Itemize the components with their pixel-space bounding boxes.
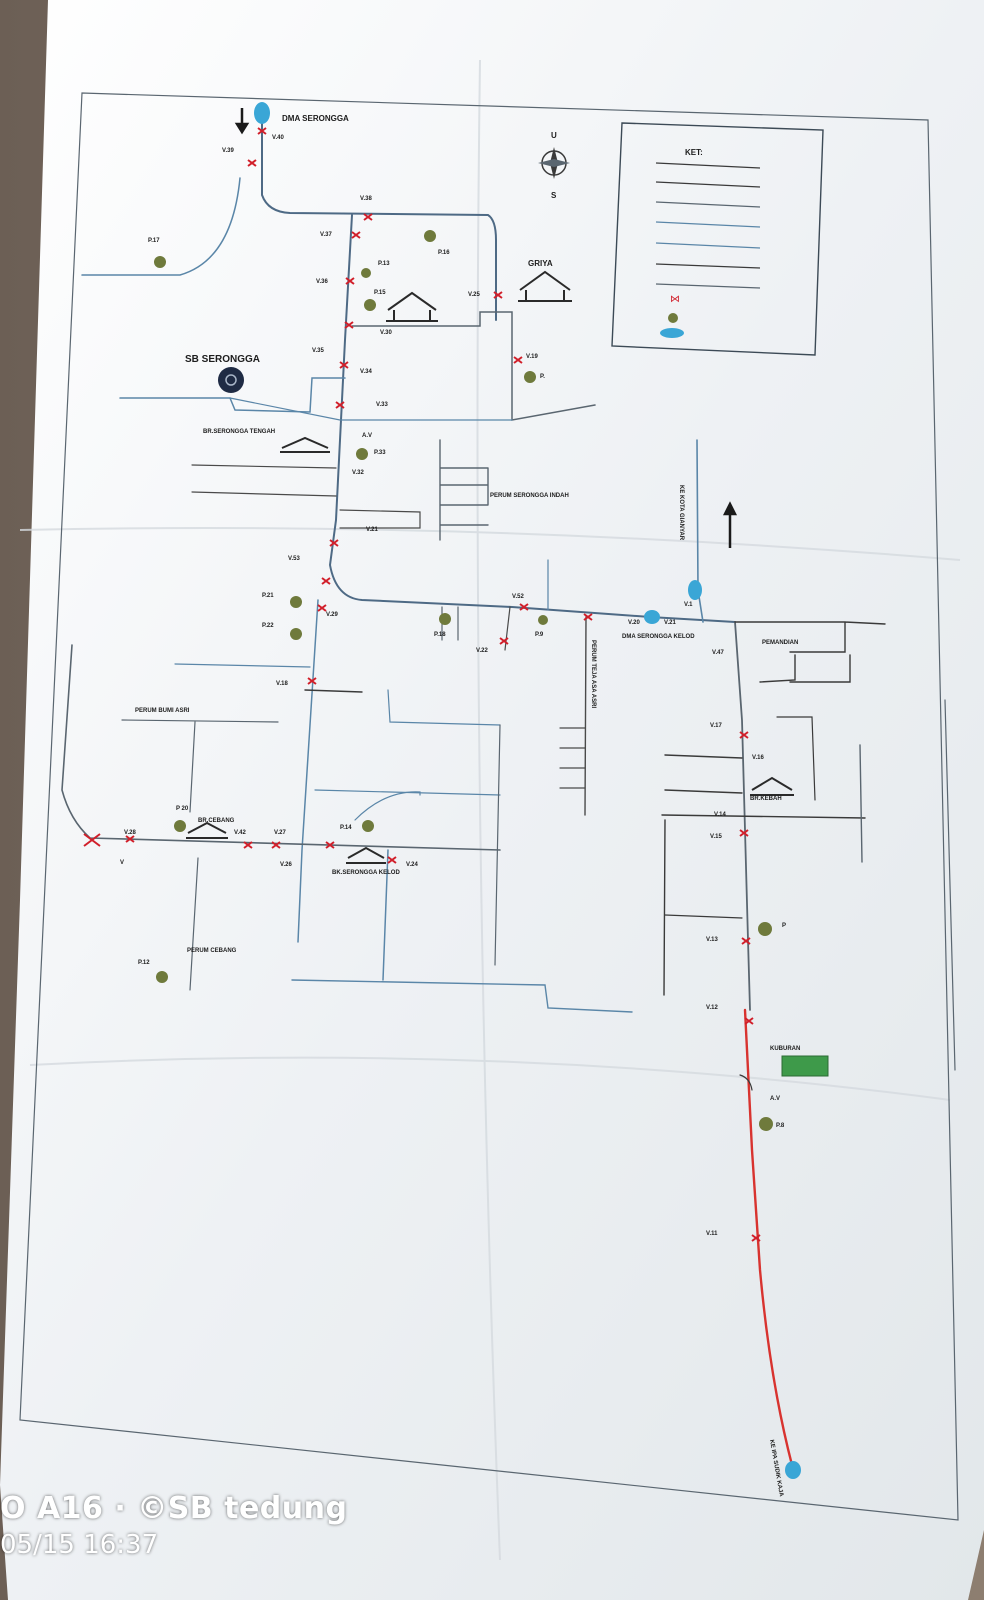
valve-label: V.18	[276, 681, 288, 687]
valve-label: V.27	[274, 830, 286, 836]
valve-label: V.53	[288, 556, 300, 562]
valve-label: V.40	[272, 135, 284, 141]
valve-label: V.15	[710, 834, 722, 840]
valve-label: V.33	[376, 402, 388, 408]
valve-label: V.1	[684, 602, 693, 608]
meter-label: P.16	[438, 250, 450, 256]
label-br-kebah: BR.KEBAH	[750, 796, 782, 802]
meter-label: P.22	[262, 623, 274, 629]
meter-label: P.12	[138, 960, 150, 966]
map-labels: DMA SERONGGA U S KET: SB SERONGGA BR.SER…	[120, 114, 800, 1498]
label-compass-n: U	[551, 131, 557, 140]
valve-label: V.32	[352, 470, 364, 476]
valve-label: V.38	[360, 196, 372, 202]
meter-label: P.8	[776, 1123, 785, 1129]
camera-watermark: O A16 · ©SB tedung 05/15 16:37	[0, 1491, 347, 1560]
kuburan-block	[781, 1055, 829, 1077]
valve-label: V.17	[710, 723, 722, 729]
label-pemandian: PEMANDIAN	[762, 640, 798, 646]
valve-label: V.24	[406, 862, 418, 868]
label-dma-serongga-kelod: DMA SERONGGA KELOD	[622, 634, 695, 640]
paper-creases	[19, 59, 961, 1561]
valve-label: V.26	[280, 862, 292, 868]
meter-label: P.13	[378, 261, 390, 267]
valve-label: V.36	[316, 279, 328, 285]
meter-label: P.	[540, 374, 545, 380]
meter-label: P	[782, 923, 786, 929]
valve-label: V.19	[526, 354, 538, 360]
meter-label: P.14	[340, 825, 352, 831]
valve-label: V.30	[380, 330, 392, 336]
meter-dots	[154, 230, 773, 1131]
label-br-serongga-kelod: BK.SERONGGA KELOD	[332, 870, 400, 876]
meter-label: P.9	[535, 632, 544, 638]
valve-label: V.29	[326, 612, 338, 618]
valve-label: V.35	[312, 348, 324, 354]
air-valve-label: A.V	[770, 1096, 780, 1102]
valve-marks	[83, 127, 761, 1242]
compass-icon	[538, 147, 570, 179]
valve-label: V.37	[320, 232, 332, 238]
label-compass-s: S	[551, 191, 557, 200]
label-br-cebang: BR.CEBANG	[198, 818, 235, 824]
valve-label: V.21	[664, 620, 676, 626]
map-frame	[19, 92, 959, 1521]
valve-label: V.34	[360, 369, 372, 375]
label-perum-serongga-indah: PERUM SERONGGA INDAH	[490, 493, 569, 499]
valve-v-label: V	[120, 860, 124, 866]
meter-label: P.21	[262, 593, 274, 599]
valve-label: V.28	[124, 830, 136, 836]
watermark-timestamp: 05/15 16:37	[0, 1530, 159, 1560]
label-perum-cebang: PERUM CEBANG	[187, 948, 237, 954]
valve-label: V.52	[512, 594, 524, 600]
label-kuburan: KUBURAN	[770, 1046, 800, 1052]
air-valve-label: A.V	[362, 433, 372, 439]
arrow-icons	[234, 108, 738, 548]
meter-label: P.33	[374, 450, 386, 456]
building-icons	[186, 270, 794, 864]
valve-label: V.47	[712, 650, 724, 656]
label-ke-kota-gianyar: KE KOTA GIANYAR	[678, 485, 684, 541]
legend-box: ⋈	[611, 122, 824, 356]
label-legend-title: KET:	[685, 148, 703, 157]
valve-label: V.14	[714, 812, 726, 818]
valve-label: V.11	[706, 1231, 718, 1237]
label-br-serongga-tengah: BR.SERONGGA TENGAH	[203, 429, 275, 435]
label-perum-bumi-asri: PERUM BUMI ASRI	[135, 708, 190, 714]
valve-label: V.21	[366, 527, 378, 533]
meter-label: P.15	[374, 290, 386, 296]
label-griya: GRIYA	[528, 259, 553, 268]
valve-label: V.16	[752, 755, 764, 761]
label-dma-top: DMA SERONGGA	[282, 114, 349, 123]
watermark-device-line: O A16 · ©SB tedung	[0, 1491, 348, 1526]
meter-label: P.17	[148, 238, 160, 244]
svg-text:⋈: ⋈	[670, 294, 680, 305]
valve-label: V.20	[628, 620, 640, 626]
valve-label: V.12	[706, 1005, 718, 1011]
sb-serongga-well-icon	[218, 367, 244, 393]
valve-label: V.39	[222, 148, 234, 154]
label-perum-teja-asa-asri: PERUM TEJA ASA ASRI	[590, 640, 596, 708]
meter-label: P 20	[176, 806, 189, 812]
meter-label: P.18	[434, 632, 446, 638]
reservoir-icons	[254, 102, 801, 1479]
valve-label: V.25	[468, 292, 480, 298]
valve-label: V.22	[476, 648, 488, 654]
valve-label: V.42	[234, 830, 246, 836]
valve-label: V.13	[706, 937, 718, 943]
label-sb-serongga: SB SERONGGA	[185, 354, 260, 365]
